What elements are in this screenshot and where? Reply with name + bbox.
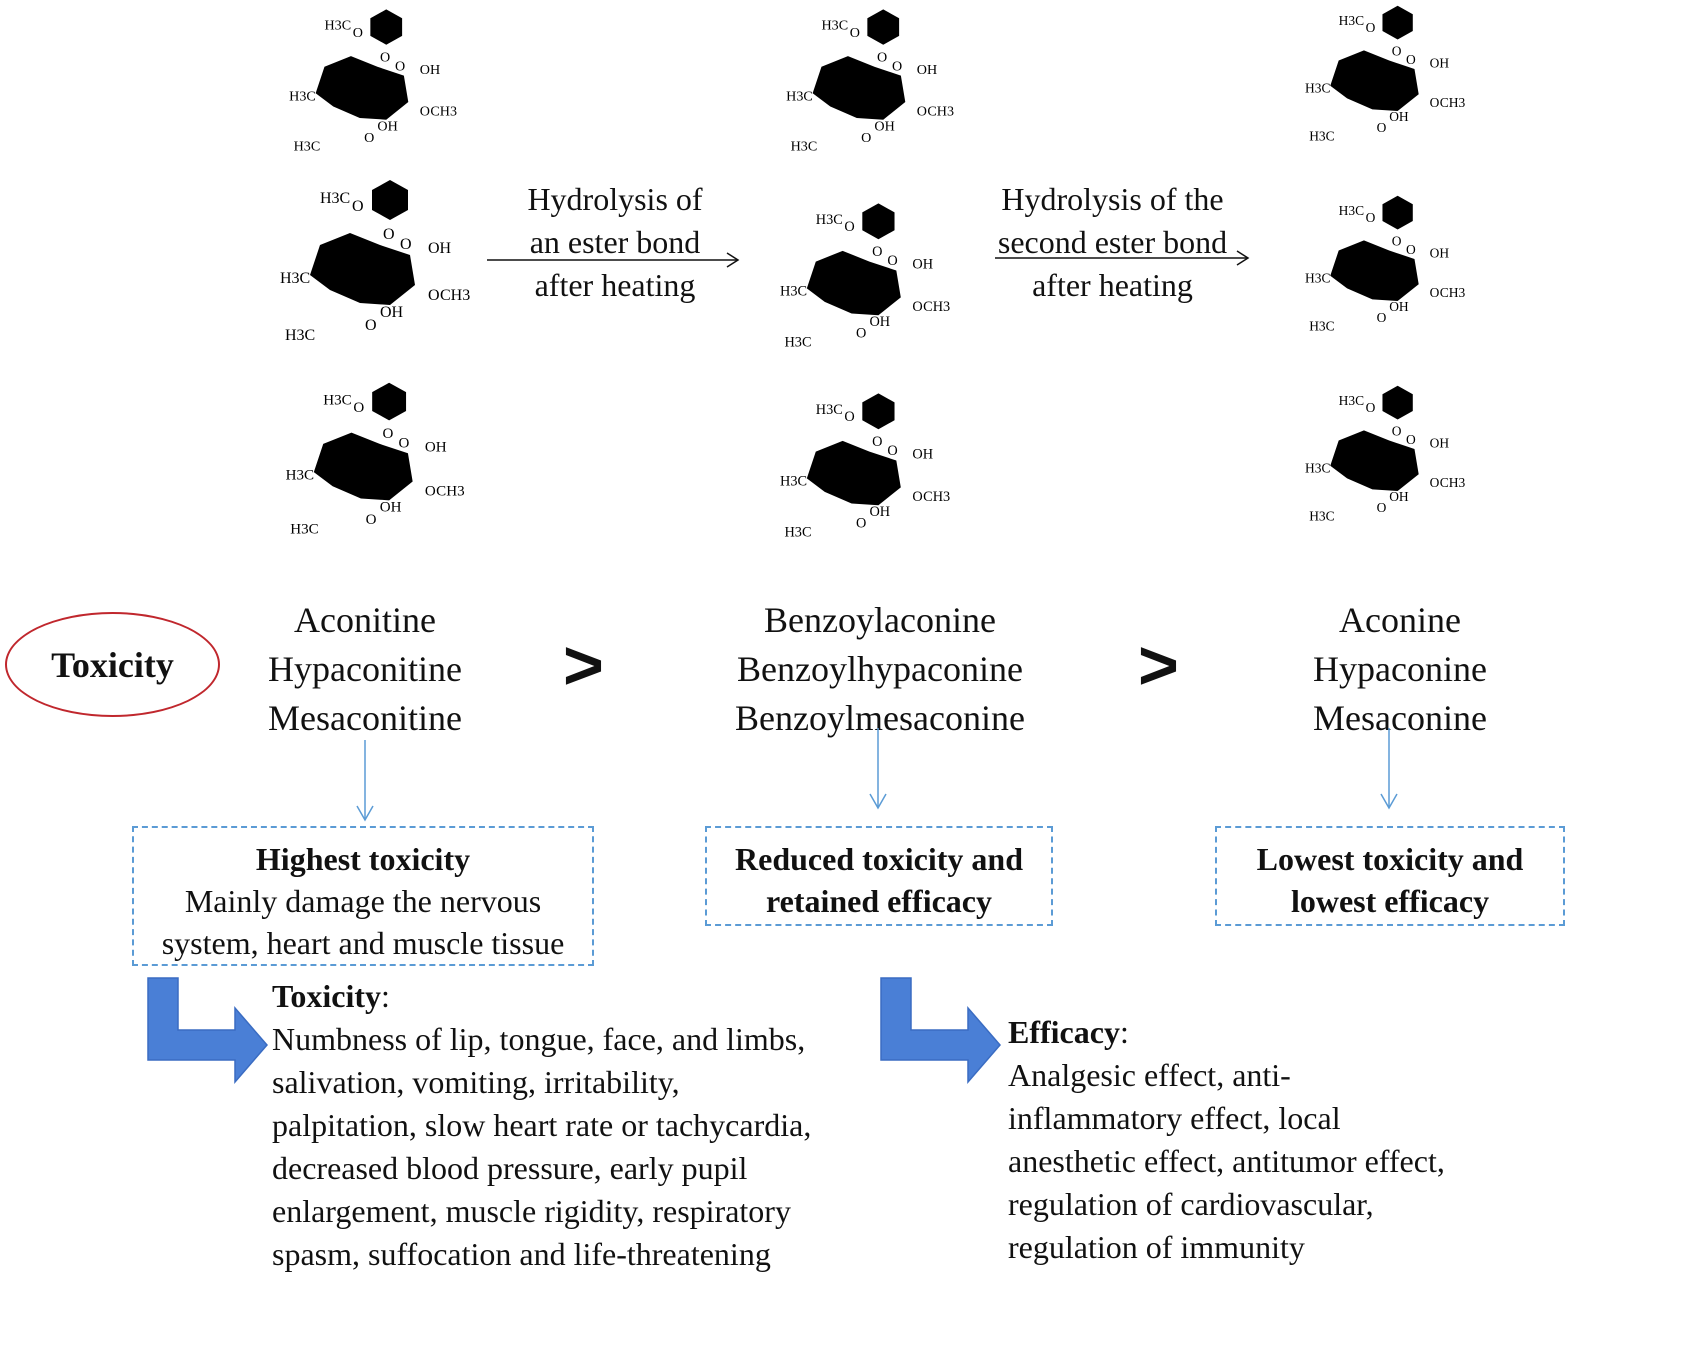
outcome-box-title: lowest efficacy <box>1290 883 1490 919</box>
efficacy-detail-colon: : <box>1119 1014 1129 1050</box>
toxicity-ellipse-label: Toxicity <box>51 644 174 685</box>
toxicity-detail-line: decreased blood pressure, early pupil <box>272 1150 748 1186</box>
outcome-box-line: Mainly damage the nervous <box>184 883 542 919</box>
outcome-box-title: Highest toxicity <box>255 841 471 877</box>
step-2-line-1: Hydrolysis of the <box>1001 181 1224 217</box>
efficacy-detail-line: regulation of immunity <box>1008 1229 1305 1265</box>
aconitine-structure <box>278 5 468 155</box>
compound-name: Hypaconitine <box>268 649 462 689</box>
toxicity-detail-colon: : <box>381 978 390 1014</box>
compound-name: Hypaconine <box>1313 649 1487 689</box>
down-arrow-1 <box>356 740 374 822</box>
mesaconine-structure <box>1305 385 1466 540</box>
block-arrow-efficacy <box>880 977 1001 1085</box>
efficacy-detail: Efficacy: Analgesic effect, anti- inflam… <box>1008 1011 1488 1269</box>
step-1-line-2: an ester bond <box>529 224 701 260</box>
compound-name: Aconitine <box>294 600 436 640</box>
toxicity-detail-title: Toxicity <box>272 978 382 1014</box>
toxicity-detail: Toxicity: Numbness of lip, tongue, face,… <box>272 975 852 1276</box>
toxicity-detail-line: palpitation, slow heart rate or tachycar… <box>272 1107 812 1143</box>
step-2-line-3: after heating <box>1032 267 1193 303</box>
compound-name: Benzoylaconine <box>764 600 996 640</box>
outcome-box-title: Lowest toxicity and <box>1256 841 1524 877</box>
aconine-structure <box>1305 5 1466 155</box>
compound-group-diester: Aconitine Hypaconitine Mesaconitine <box>200 596 530 743</box>
step-2-line-2: second ester bond <box>997 224 1228 260</box>
down-arrow-2 <box>869 728 887 810</box>
compound-group-monoester: Benzoylaconine Benzoylhypaconine Benzoyl… <box>710 596 1050 743</box>
compound-name: Mesaconitine <box>268 698 462 738</box>
toxicity-detail-line: enlargement, muscle rigidity, respirator… <box>272 1193 791 1229</box>
step-1-line-3: after heating <box>534 267 696 303</box>
compound-name: Benzoylmesaconine <box>735 698 1025 738</box>
greater-than-symbol-2: > <box>1138 626 1179 704</box>
outcome-box-highest-toxicity: Highest toxicity Mainly damage the nervo… <box>132 826 594 966</box>
compound-name: Aconine <box>1339 600 1461 640</box>
efficacy-detail-line: anesthetic effect, antitumor effect, <box>1008 1143 1445 1179</box>
outcome-box-reduced-toxicity: Reduced toxicity and retained efficacy <box>705 826 1053 926</box>
greater-than-symbol-1: > <box>563 626 604 704</box>
toxicity-detail-line: Numbness of lip, tongue, face, and limbs… <box>272 1021 806 1057</box>
benzoylaconine-structure <box>785 5 955 155</box>
mesaconitine-structure <box>280 378 470 538</box>
hydrolysis-step-1: Hydrolysis of an ester bond after heatin… <box>490 178 740 307</box>
outcome-box-title: Reduced toxicity and <box>735 841 1023 877</box>
hydrolysis-step-2: Hydrolysis of the second ester bond afte… <box>985 178 1240 307</box>
compound-group-nonester: Aconine Hypaconine Mesaconine <box>1270 596 1530 743</box>
benzoylmesaconine-structure <box>780 385 951 545</box>
compound-name: Mesaconine <box>1313 698 1487 738</box>
outcome-box-line: system, heart and muscle tissue <box>161 925 565 961</box>
hydrolysis-arrow-1 <box>487 252 740 268</box>
outcome-box-lowest-toxicity: Lowest toxicity and lowest efficacy <box>1215 826 1565 926</box>
block-arrow-toxicity <box>147 977 268 1085</box>
efficacy-detail-line: regulation of cardiovascular, <box>1008 1186 1374 1222</box>
hypaconine-structure <box>1305 195 1466 350</box>
toxicity-ellipse: Toxicity <box>5 612 220 717</box>
step-1-line-1: Hydrolysis of <box>527 181 703 217</box>
efficacy-detail-title: Efficacy <box>1008 1014 1120 1050</box>
down-arrow-3 <box>1380 728 1398 810</box>
benzoylhypaconine-structure <box>780 195 951 355</box>
hypaconitine-structure <box>280 175 471 345</box>
efficacy-detail-line: inflammatory effect, local <box>1008 1100 1341 1136</box>
compound-name: Benzoylhypaconine <box>737 649 1023 689</box>
outcome-box-title: retained efficacy <box>766 883 992 919</box>
hydrolysis-arrow-2 <box>995 250 1250 266</box>
efficacy-detail-line: Analgesic effect, anti- <box>1008 1057 1291 1093</box>
toxicity-detail-line: spasm, suffocation and life-threatening <box>272 1236 771 1272</box>
toxicity-detail-line: salivation, vomiting, irritability, <box>272 1064 680 1100</box>
